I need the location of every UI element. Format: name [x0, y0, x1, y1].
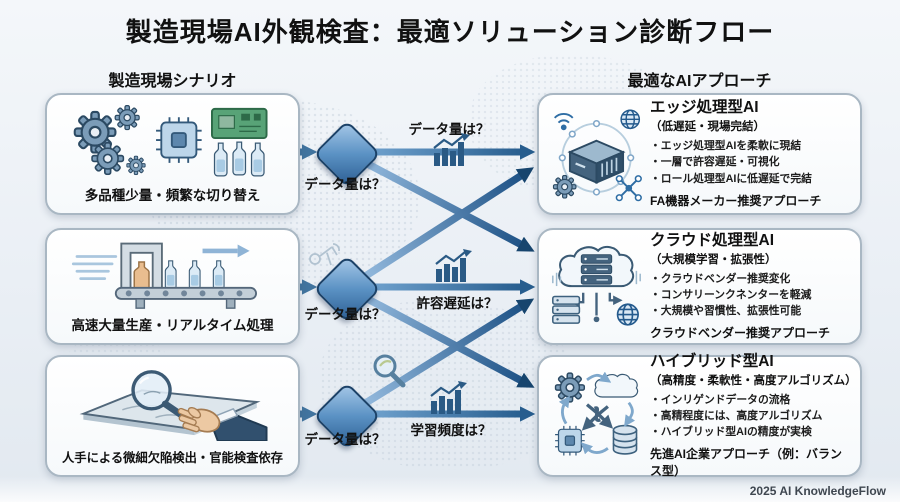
bullet-item: ・ハイブリッド型AIの精度が実検 — [650, 426, 812, 438]
scenario-caption: 人手による微細欠陥検出・官能検査依存 — [62, 451, 283, 465]
bar-chart-up-icon — [433, 133, 470, 166]
bullet-item: ・エッジ処理型AIを柔軟に現結 — [650, 140, 802, 153]
decision-label: データ量は？ — [304, 432, 386, 447]
approach-subtitle: （低遅延・現場完結） — [650, 121, 765, 134]
gear-icon — [554, 372, 586, 403]
approach-footer: クラウドベンダー推奨アプローチ — [650, 326, 831, 341]
gear-icon — [125, 155, 146, 176]
approach-footer: 先進AI企業アプローチ（例：バランス型） — [650, 447, 843, 479]
approach-card-cloud-ai: クラウド処理型AI （大規模学習・拡張性） ・クラウドベンダー推奨変化 ・コンサ… — [537, 228, 862, 345]
scenario-2-illustration — [71, 242, 257, 309]
network-icon — [615, 175, 642, 202]
signal-ticks-icon — [552, 270, 641, 286]
sketch-doodle-icon — [309, 243, 340, 266]
scenario-card-multi-product: 多品種少量・頻繁な切り替え — [45, 93, 300, 215]
tangle-arrows-icon — [581, 403, 614, 431]
scenario-3-illustration — [79, 370, 268, 441]
wifi-icon — [554, 113, 574, 131]
credit-text: 2025 AI KnowledgeFlow — [749, 484, 886, 498]
approach-card-hybrid-ai: ハイブリッド型AI （高精度・柔軟性・高度アルゴリズム） ・インリゲンドデータの… — [537, 352, 862, 479]
bullet-item: ・一層で許容遅延・可視化 — [650, 156, 780, 169]
edge-box-icon — [567, 139, 626, 184]
bullet-item: ・コンサリーンクネンターを軽減 — [650, 288, 812, 301]
approach-card-edge-ai: エッジ処理型AI （低遅延・現場完結） ・エッジ処理型AIを柔軟に現結 ・一層で… — [537, 93, 862, 215]
hand-icon — [177, 407, 268, 441]
hybrid-cycle-icon — [554, 371, 639, 456]
arrow-right-icon — [202, 244, 250, 258]
page-title: 製造現場AI外観検査：最適ソリューション診断フロー — [125, 17, 775, 47]
magnifier-doodle-icon — [373, 354, 406, 388]
approach-title: ハイブリッド型AI — [650, 352, 774, 370]
bullet-item: ・インリゲンドデータの流格 — [650, 393, 791, 406]
bottles-icon — [213, 141, 265, 177]
gear-icon — [114, 104, 140, 131]
bullet-item: ・高精程度には、高度アルゴリズム — [650, 409, 823, 422]
approach-bullets: ・エッジ処理型AIを柔軟に現結 ・一層で許容遅延・可視化 ・ロール処理型AIに低… — [650, 138, 850, 187]
decision-label: データ量は？ — [304, 177, 386, 192]
cloud-server-icon — [552, 245, 641, 326]
scenario-card-high-speed: 高速大量生産・リアルタイム処理 — [45, 228, 300, 345]
cycle-arrows-icon — [558, 371, 636, 455]
bullet-item: ・ロール処理型AIに低遅延で完結 — [650, 172, 812, 185]
approach-footer: FA機器メーカー推奨アプローチ — [650, 193, 822, 208]
bar-chart-up-icon — [435, 249, 472, 282]
approach-subtitle: （高精度・柔軟性・高度アルゴリズム） — [650, 374, 857, 387]
server-stack-icon — [552, 295, 581, 324]
globe-icon — [620, 109, 641, 130]
conveyor-icon — [114, 242, 257, 309]
bullet-item: ・大規模や習慣性、拡張性可能 — [650, 305, 802, 317]
scenario-1-illustration — [73, 104, 268, 177]
cpu-chip-icon — [554, 425, 586, 456]
branch-question-label: 許容遅延は？ — [416, 296, 498, 311]
edge-device-icon — [552, 109, 642, 202]
scenario-caption: 高速大量生産・リアルタイム処理 — [71, 318, 274, 333]
globe-icon — [616, 302, 639, 326]
bullet-item: ・クラウドベンダー推奨変化 — [650, 272, 791, 285]
approach-bullets: ・クラウドベンダー推奨変化 ・コンサリーンクネンターを軽減 ・大規模や習慣性、拡… — [650, 271, 850, 320]
right-column-header: 最適なAIアプローチ — [627, 73, 772, 90]
decision-label: データ量は？ — [304, 307, 386, 322]
approach-title: エッジ処理型AI — [650, 99, 759, 117]
bar-chart-up-icon — [430, 381, 467, 414]
approach-bullets: ・インリゲンドデータの流格 ・高精程度には、高度アルゴリズム ・ハイブリッド型A… — [650, 392, 850, 441]
approach-subtitle: （大規模学習・拡張性） — [650, 253, 777, 266]
branch-question-label: データ量は？ — [408, 122, 490, 137]
scenario-caption: 多品種少量・頻繁な切り替え — [84, 188, 261, 203]
scenario-card-manual-inspection: 人手による微細欠陥検出・官能検査依存 — [45, 355, 300, 477]
speed-lines-icon — [71, 255, 117, 280]
approach-title: クラウド処理型AI — [650, 231, 775, 249]
bottom-strip — [0, 476, 900, 502]
map-dots-pattern — [320, 300, 580, 470]
left-column-header: 製造現場シナリオ — [108, 73, 237, 90]
connector-arrows-icon — [570, 292, 623, 315]
cpu-chip-icon — [154, 116, 202, 164]
gear-icon — [90, 141, 124, 176]
circuit-board-icon — [210, 107, 268, 140]
gear-icon — [552, 174, 577, 199]
branch-question-label: 学習頻度は？ — [410, 423, 492, 438]
server-rack-icon — [580, 253, 613, 285]
database-icon — [612, 424, 638, 455]
bottle-icon — [132, 261, 150, 292]
